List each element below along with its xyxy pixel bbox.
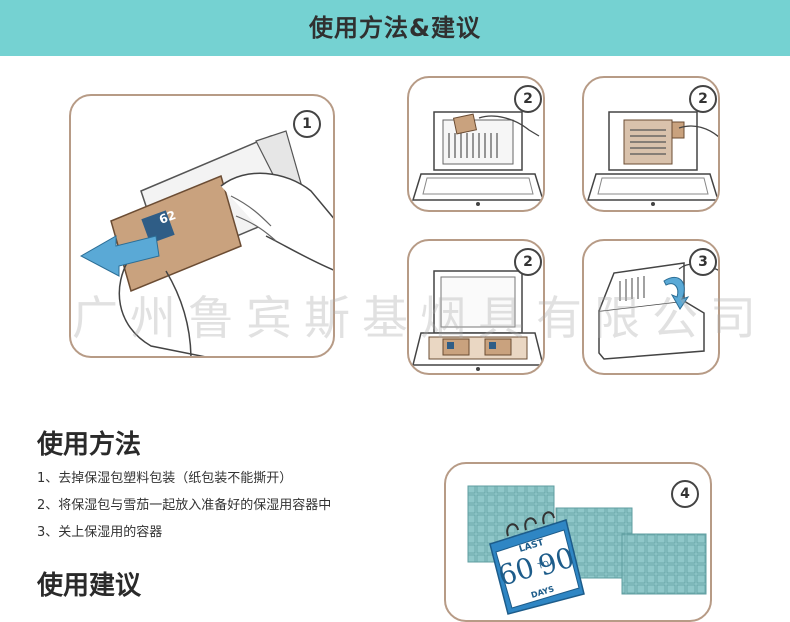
step-number-badge: 1 bbox=[293, 110, 321, 138]
step-number-badge: 2 bbox=[689, 85, 717, 113]
usage-item: 1、去掉保湿包塑料包装（纸包装不能撕开） bbox=[37, 471, 293, 486]
step-number-badge: 2 bbox=[514, 248, 542, 276]
step-2-illustration-c: 2 bbox=[407, 239, 545, 375]
calendar-mid-text: TO bbox=[536, 559, 550, 571]
usage-item: 2、将保湿包与雪茄一起放入准备好的保湿用容器中 bbox=[37, 498, 332, 513]
page-title: 使用方法&建议 bbox=[309, 14, 481, 42]
peel-pack-drawing: 62 bbox=[79, 130, 333, 356]
step-1-illustration: 62 1 bbox=[69, 94, 335, 358]
step-number-badge: 3 bbox=[689, 248, 717, 276]
close-lid-drawing bbox=[598, 262, 718, 360]
header-banner: 使用方法&建议 bbox=[0, 0, 790, 56]
step-number-badge: 4 bbox=[671, 480, 699, 508]
humidor-drawing bbox=[411, 111, 543, 206]
usage-title: 使用方法 bbox=[37, 430, 142, 460]
calendar-drawing: LAST 60 TO 90 DAYS bbox=[467, 485, 707, 615]
humidor-drawing bbox=[412, 270, 543, 371]
advice-title: 使用建议 bbox=[37, 571, 142, 601]
step-2-illustration-b: 2 bbox=[582, 76, 720, 212]
step-3-illustration: 3 bbox=[582, 239, 720, 375]
step-number-badge: 2 bbox=[514, 85, 542, 113]
company-watermark: 广州鲁宾斯基烟具有限公司 bbox=[72, 291, 768, 345]
step-2-illustration-a: 2 bbox=[407, 76, 545, 212]
step-4-illustration: LAST 60 TO 90 DAYS 4 bbox=[444, 462, 712, 622]
usage-item: 3、关上保湿用的容器 bbox=[37, 525, 163, 540]
humidor-drawing bbox=[586, 111, 718, 206]
pack-logo-text: 62 bbox=[157, 208, 177, 227]
